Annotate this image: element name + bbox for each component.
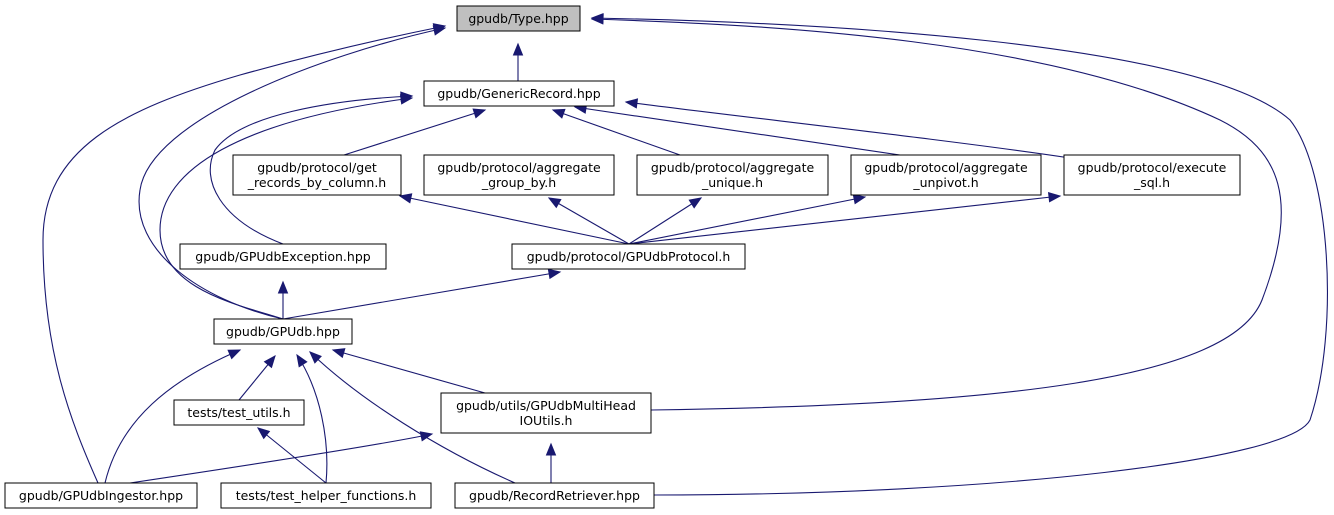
node-gpudb-proto[interactable]: gpudb/protocol/GPUdbProtocol.h bbox=[511, 243, 746, 270]
arrowhead-multihead-to-gpudb bbox=[331, 348, 346, 359]
arrowhead-gpudb-to-proto bbox=[547, 268, 562, 280]
node-gpudb-exc[interactable]: gpudb/GPUdbException.hpp bbox=[179, 243, 387, 270]
edge-aggunpivot-to-proto bbox=[628, 196, 866, 245]
node-label: gpudb/protocol/aggregate bbox=[651, 160, 815, 175]
node-label: _unpivot.h bbox=[912, 175, 978, 190]
arrowhead-testhelper-to-gpudb bbox=[296, 353, 308, 368]
node-label: IOUtils.h bbox=[520, 413, 573, 428]
node-box bbox=[173, 399, 305, 426]
arrowhead-retriever-to-gpudb bbox=[309, 351, 322, 364]
arrowhead-testhelper-to-testutils bbox=[256, 427, 271, 440]
node-retriever[interactable]: gpudb/RecordRetriever.hpp bbox=[454, 482, 655, 509]
node-ingestor[interactable]: gpudb/GPUdbIngestor.hpp bbox=[4, 482, 198, 509]
node-box bbox=[511, 243, 746, 270]
node-box bbox=[636, 154, 829, 196]
arrowhead-retriever-to-type bbox=[590, 12, 604, 24]
edge-getrec-to-generic bbox=[343, 109, 486, 156]
nodes-layer: gpudb/Type.hpp gpudb/GenericRecord.hpp gpu… bbox=[4, 5, 1241, 509]
node-generic[interactable]: gpudb/GenericRecord.hpp bbox=[423, 80, 615, 107]
arrowhead-retriever-to-multihead bbox=[545, 442, 557, 456]
edge-multihead-to-type bbox=[591, 18, 1282, 411]
node-box bbox=[220, 482, 432, 509]
node-agg-group[interactable]: gpudb/protocol/aggregate_group_by.h bbox=[423, 154, 615, 196]
edge-getrec-to-proto bbox=[399, 195, 630, 245]
node-label: _sql.h bbox=[1133, 175, 1170, 190]
arrowhead-aggunique-to-proto bbox=[688, 197, 703, 209]
arrowhead-generic-to-type bbox=[512, 42, 524, 56]
node-box bbox=[4, 482, 198, 509]
node-test-helper[interactable]: tests/test_helper_functions.h bbox=[220, 482, 432, 509]
edge-multihead-to-gpudb bbox=[332, 349, 486, 394]
node-label: tests/test_utils.h bbox=[187, 405, 290, 420]
node-label: gpudb/GPUdbIngestor.hpp bbox=[19, 488, 183, 503]
node-label: gpudb/RecordRetriever.hpp bbox=[469, 488, 640, 503]
node-getrec[interactable]: gpudb/protocol/get_records_by_column.h bbox=[232, 154, 402, 196]
edge-gpudbexc-to-generic bbox=[209, 95, 413, 245]
edge-ingestor-to-gpudb bbox=[104, 349, 241, 484]
edge-aggunique-to-proto bbox=[628, 197, 702, 245]
node-label: gpudb/GenericRecord.hpp bbox=[437, 86, 600, 101]
node-box bbox=[440, 392, 652, 434]
node-box bbox=[1063, 154, 1241, 196]
edge-aggunique-to-generic bbox=[552, 109, 681, 156]
edge-execsql-to-proto bbox=[628, 195, 1061, 245]
node-label: gpudb/Type.hpp bbox=[468, 11, 568, 26]
edge-aggunpivot-to-generic bbox=[574, 106, 901, 156]
edge-gpudb-to-type bbox=[138, 27, 446, 320]
arrowhead-gpudb-to-gpudbexc bbox=[277, 280, 289, 294]
node-label: _unique.h bbox=[701, 175, 763, 190]
node-label: gpudb/protocol/GPUdbProtocol.h bbox=[527, 249, 731, 264]
edge-testhelper-to-testutils bbox=[257, 427, 327, 484]
arrowhead-agggroup-to-proto bbox=[547, 197, 562, 209]
node-box bbox=[850, 154, 1042, 196]
node-agg-unpivot[interactable]: gpudb/protocol/aggregate_unpivot.h bbox=[850, 154, 1042, 196]
node-label: _group_by.h bbox=[481, 175, 556, 190]
node-gpudb[interactable]: gpudb/GPUdb.hpp bbox=[213, 318, 353, 345]
arrowhead-getrec-to-generic bbox=[472, 108, 487, 119]
node-label: gpudb/protocol/get bbox=[257, 160, 377, 175]
edge-agggroup-to-proto bbox=[548, 197, 630, 245]
arrowhead-getrec-to-proto bbox=[398, 193, 413, 204]
node-label: _records_by_column.h bbox=[247, 175, 386, 190]
arrowhead-aggunpivot-to-proto bbox=[852, 194, 867, 205]
edge-gpudb-to-proto bbox=[282, 271, 561, 320]
arrowhead-ingestor-to-type bbox=[432, 23, 447, 34]
edge-gpudb-to-generic bbox=[159, 97, 413, 320]
arrowhead-gpudb-to-generic bbox=[399, 94, 414, 105]
arrowhead-ingestor-to-gpudb bbox=[227, 349, 242, 360]
edge-retriever-to-gpudb bbox=[309, 351, 516, 484]
arrowhead-execsql-to-generic bbox=[624, 98, 639, 109]
arrowhead-testutils-to-gpudb bbox=[263, 354, 276, 369]
node-label: gpudb/protocol/aggregate bbox=[864, 160, 1028, 175]
edge-ingestor-to-type bbox=[42, 25, 446, 484]
edge-testhelper-to-gpudb bbox=[296, 354, 328, 484]
node-label: gpudb/protocol/aggregate bbox=[437, 160, 601, 175]
node-label: gpudb/GPUdbException.hpp bbox=[195, 249, 370, 264]
node-box bbox=[454, 482, 655, 509]
node-exec-sql[interactable]: gpudb/protocol/execute_sql.h bbox=[1063, 154, 1241, 196]
node-box bbox=[179, 243, 387, 270]
node-box bbox=[423, 80, 615, 107]
node-type[interactable]: gpudb/Type.hpp bbox=[456, 5, 581, 32]
node-box bbox=[456, 5, 581, 32]
edge-execsql-to-generic bbox=[625, 101, 1071, 159]
node-box bbox=[423, 154, 615, 196]
node-label: gpudb/protocol/execute bbox=[1078, 160, 1227, 175]
node-test-utils[interactable]: tests/test_utils.h bbox=[173, 399, 305, 426]
node-label: gpudb/utils/GPUdbMultiHead bbox=[456, 398, 636, 413]
arrowhead-aggunique-to-generic bbox=[551, 108, 566, 119]
arrowhead-ingestor-to-multihead bbox=[419, 431, 434, 442]
node-box bbox=[213, 318, 353, 345]
node-agg-unique[interactable]: gpudb/protocol/aggregate_unique.h bbox=[636, 154, 829, 196]
node-label: gpudb/GPUdb.hpp bbox=[226, 324, 340, 339]
node-box bbox=[232, 154, 402, 196]
edges-layer bbox=[42, 12, 1328, 496]
edge-ingestor-to-multihead bbox=[129, 433, 433, 484]
node-label: tests/test_helper_functions.h bbox=[236, 488, 417, 503]
edge-retriever-to-type bbox=[591, 17, 1328, 496]
arrowhead-execsql-to-proto bbox=[1047, 192, 1062, 203]
